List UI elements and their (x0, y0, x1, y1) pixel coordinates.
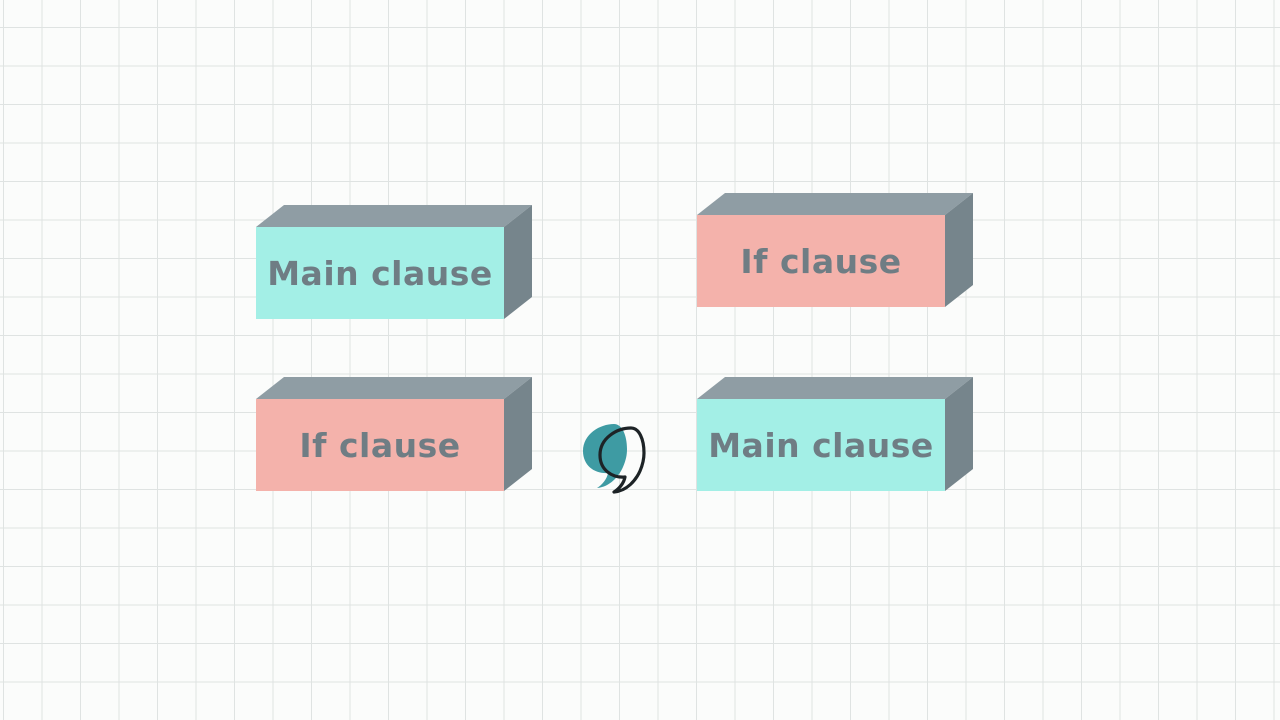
if-clause-block: If clause (256, 377, 536, 493)
block-side-face (945, 377, 973, 491)
block-shape (256, 377, 532, 491)
block-label: If clause (299, 425, 461, 465)
block-top-face (256, 377, 532, 399)
block-top-face (697, 377, 973, 399)
block-shape (697, 377, 973, 491)
block-front-face (256, 399, 504, 491)
block-shape (256, 205, 532, 319)
block-shape (697, 193, 973, 307)
block-label: Main clause (708, 425, 934, 465)
block-front-face (256, 227, 504, 319)
block-top-face (256, 205, 532, 227)
block-side-face (504, 205, 532, 319)
block-top-face (697, 193, 973, 215)
block-side-face (504, 377, 532, 491)
block-front-face (697, 215, 945, 307)
comma-icon (580, 422, 650, 500)
block-label: If clause (740, 241, 902, 281)
block-label: Main clause (267, 253, 493, 293)
block-front-face (697, 399, 945, 491)
main-clause-block: Main clause (697, 377, 977, 493)
block-side-face (945, 193, 973, 307)
if-clause-block: If clause (697, 193, 977, 309)
main-clause-block: Main clause (256, 205, 536, 321)
